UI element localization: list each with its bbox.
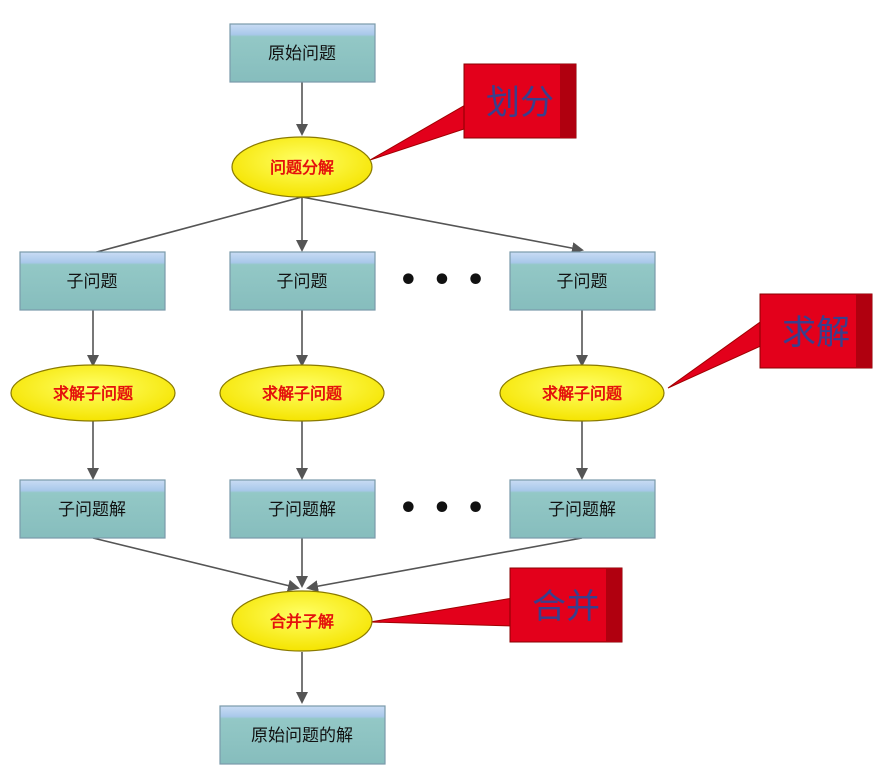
node-subsolution-3: 子问题解 <box>509 479 656 539</box>
node-final-solution: 原始问题的解 <box>219 705 386 765</box>
callout-solve: 求解 <box>667 293 873 389</box>
node-subproblem-2: 子问题 <box>229 251 376 311</box>
ellipsis-subsolutions: • • • <box>399 491 487 526</box>
svg-text:子问题: 子问题 <box>557 272 608 292</box>
callout-solve-label: 求解 <box>782 313 850 353</box>
node-subproblem-1: 子问题 <box>19 251 166 311</box>
node-solve-3: 求解子问题 <box>499 364 665 422</box>
svg-text:子问题: 子问题 <box>277 272 328 292</box>
node-subsolution-1: 子问题解 <box>19 479 166 539</box>
svg-text:问题分解: 问题分解 <box>270 158 334 177</box>
arrow-sol1-to-merge <box>92 537 300 592</box>
node-merge: 合并子解 <box>231 590 373 652</box>
node-original-problem: 原始问题 <box>229 23 376 83</box>
arrow-decompose-to-sub3 <box>301 196 584 255</box>
callout-divide: 划分 <box>369 63 577 161</box>
svg-text:合并子解: 合并子解 <box>270 612 334 631</box>
callout-merge: 合并 <box>369 567 623 643</box>
node-subsolution-2: 子问题解 <box>229 479 376 539</box>
svg-text:原始问题的解: 原始问题的解 <box>251 726 353 746</box>
connectors <box>87 82 588 704</box>
ellipsis-subproblems: • • • <box>399 263 487 298</box>
svg-text:原始问题: 原始问题 <box>268 44 336 64</box>
node-solve-1: 求解子问题 <box>10 364 176 422</box>
node-decompose: 问题分解 <box>231 136 373 198</box>
callout-merge-label: 合并 <box>532 587 600 627</box>
svg-text:求解子问题: 求解子问题 <box>262 384 343 403</box>
node-subproblem-3: 子问题 <box>509 251 656 311</box>
arrow-decompose-to-sub1 <box>92 196 303 254</box>
arrow-sol3-to-merge <box>306 537 583 593</box>
svg-text:求解子问题: 求解子问题 <box>542 384 623 403</box>
svg-text:求解子问题: 求解子问题 <box>53 384 134 403</box>
callout-divide-label: 划分 <box>486 83 554 123</box>
svg-text:子问题解: 子问题解 <box>268 500 336 520</box>
svg-text:子问题: 子问题 <box>67 272 118 292</box>
node-solve-2: 求解子问题 <box>219 364 385 422</box>
svg-text:子问题解: 子问题解 <box>58 500 126 520</box>
svg-text:子问题解: 子问题解 <box>548 500 616 520</box>
